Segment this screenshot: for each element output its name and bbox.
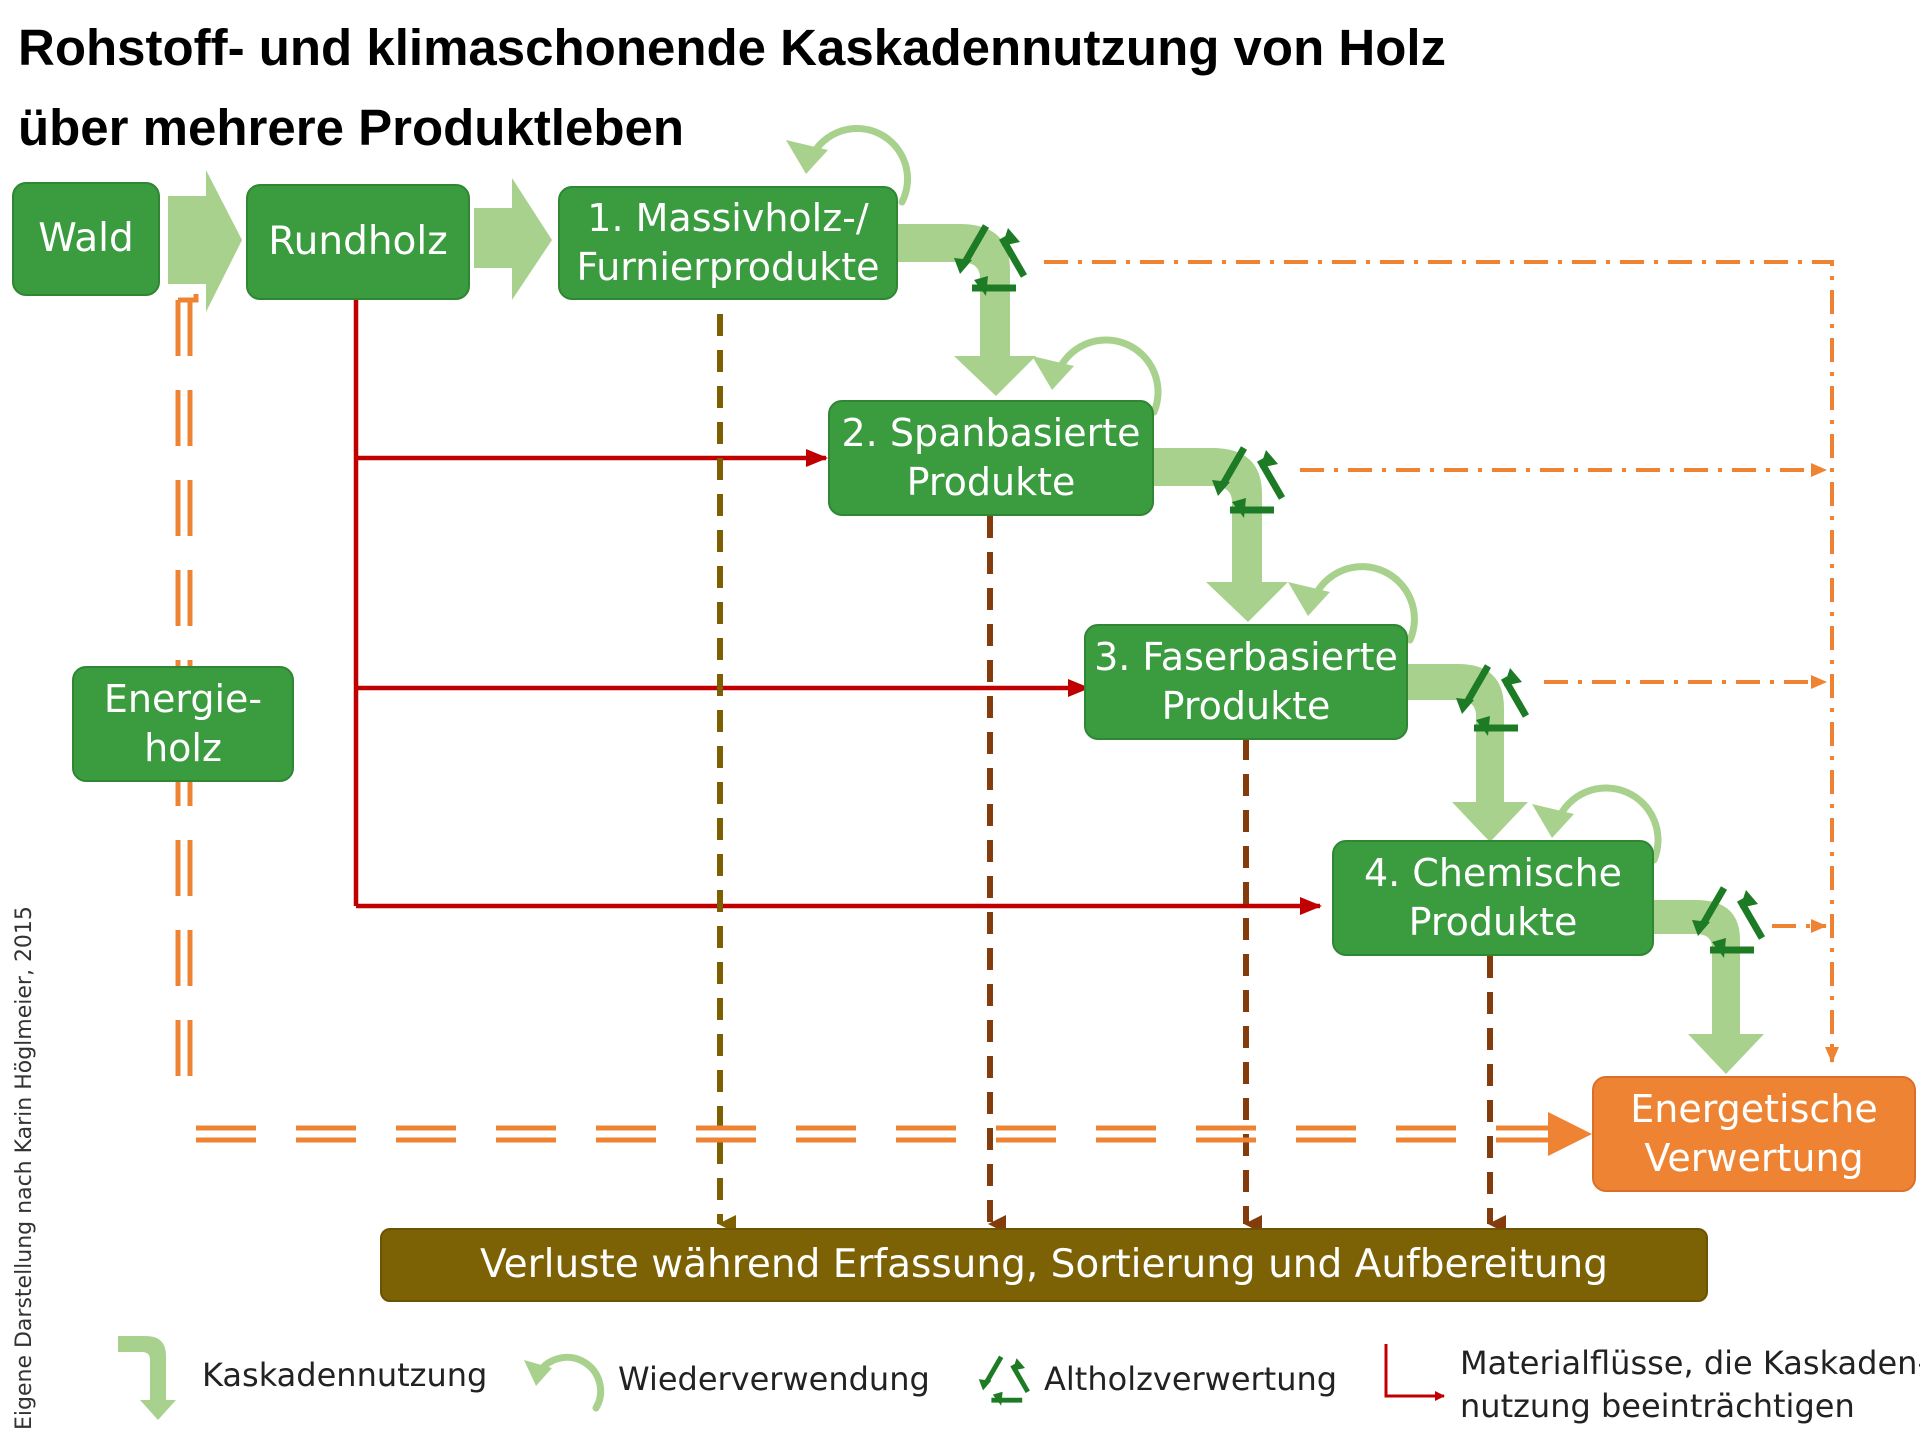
node-energetische-verwertung: Energetische Verwertung — [1592, 1076, 1916, 1192]
node-spanbasiert: 2. Spanbasierte Produkte — [828, 400, 1154, 516]
node-verluste: Verluste während Erfassung, Sortierung u… — [380, 1228, 1708, 1302]
reuse-arrow-3 — [1310, 563, 1418, 644]
credit-text: Eigene Darstellung nach Karin Höglmeier,… — [12, 906, 37, 1430]
node-chemisch-line1: 4. Chemische — [1363, 850, 1623, 895]
legend-wiederverwendung-label: Wiederverwendung — [618, 1360, 930, 1398]
legend-kaskade-label: Kaskadennutzung — [202, 1356, 488, 1394]
reuse-arrow-1 — [808, 125, 912, 206]
energy-wood-flow-top-a — [178, 294, 199, 303]
node-chemisch: 4. Chemische Produkte — [1332, 840, 1654, 956]
reuse-arrow-2 — [1054, 336, 1162, 416]
node-massivholz-line2: Furnierprodukte — [576, 245, 880, 289]
node-energetisch-line2: Verwertung — [1644, 1136, 1864, 1180]
cascade-arrow-2-3 — [1152, 448, 1288, 622]
legend-material-label: Materialflüsse, die Kaskaden- nutzung be… — [1460, 1342, 1920, 1428]
node-faserbasiert: 3. Faserbasierte Produkte — [1084, 624, 1408, 740]
energy-flow-main — [1044, 260, 1839, 1063]
legend-reuse-arrow — [534, 1353, 605, 1412]
node-rundholz: Rundholz — [246, 184, 470, 300]
legend-cascade-arrow — [118, 1336, 176, 1420]
legend-recycle-symbol — [979, 1357, 1028, 1406]
node-spanbasiert-line2: Produkte — [906, 460, 1076, 504]
node-verluste-label: Verluste während Erfassung, Sortierung u… — [479, 1241, 1609, 1287]
node-wald: Wald — [12, 182, 160, 296]
node-energieholz-line1: Energie- — [103, 676, 263, 721]
energy-wood-flow-head — [1548, 1112, 1592, 1156]
cascade-arrow-1-2 — [898, 224, 1036, 396]
legend-material-line1: Materialflüsse, die Kaskaden- — [1460, 1344, 1920, 1382]
node-massivholz: 1. Massivholz-/ Furnierprodukte — [558, 186, 898, 300]
node-energieholz: Energie- holz — [72, 666, 294, 782]
node-massivholz-line1: 1. Massivholz-/ — [587, 195, 869, 240]
node-wald-label: Wald — [38, 215, 134, 261]
title-line-1: Rohstoff- und klimaschonende Kaskadennut… — [18, 19, 1447, 76]
cascade-arrow-wald-rundholz — [168, 170, 242, 312]
node-rundholz-label: Rundholz — [268, 218, 448, 264]
cascade-arrow-4-energy — [1652, 900, 1764, 1074]
node-energetisch-line1: Energetische — [1630, 1086, 1878, 1131]
title-line-2: über mehrere Produktleben — [18, 99, 685, 156]
node-faserbasiert-line1: 3. Faserbasierte — [1094, 634, 1398, 679]
node-spanbasiert-line1: 2. Spanbasierte — [841, 410, 1141, 455]
cascade-arrow-rundholz-massiv — [474, 178, 552, 300]
node-chemisch-line2: Produkte — [1408, 900, 1578, 944]
legend-material-line2: nutzung beeinträchtigen — [1460, 1387, 1855, 1426]
node-energieholz-line2: holz — [144, 726, 222, 770]
legend-material-flow — [1384, 1344, 1445, 1401]
node-faserbasiert-line2: Produkte — [1161, 684, 1331, 728]
cascade-arrow-3-4 — [1406, 664, 1528, 842]
reuse-arrow-4 — [1554, 784, 1662, 864]
legend-altholz-label: Altholzverwertung — [1044, 1360, 1338, 1398]
